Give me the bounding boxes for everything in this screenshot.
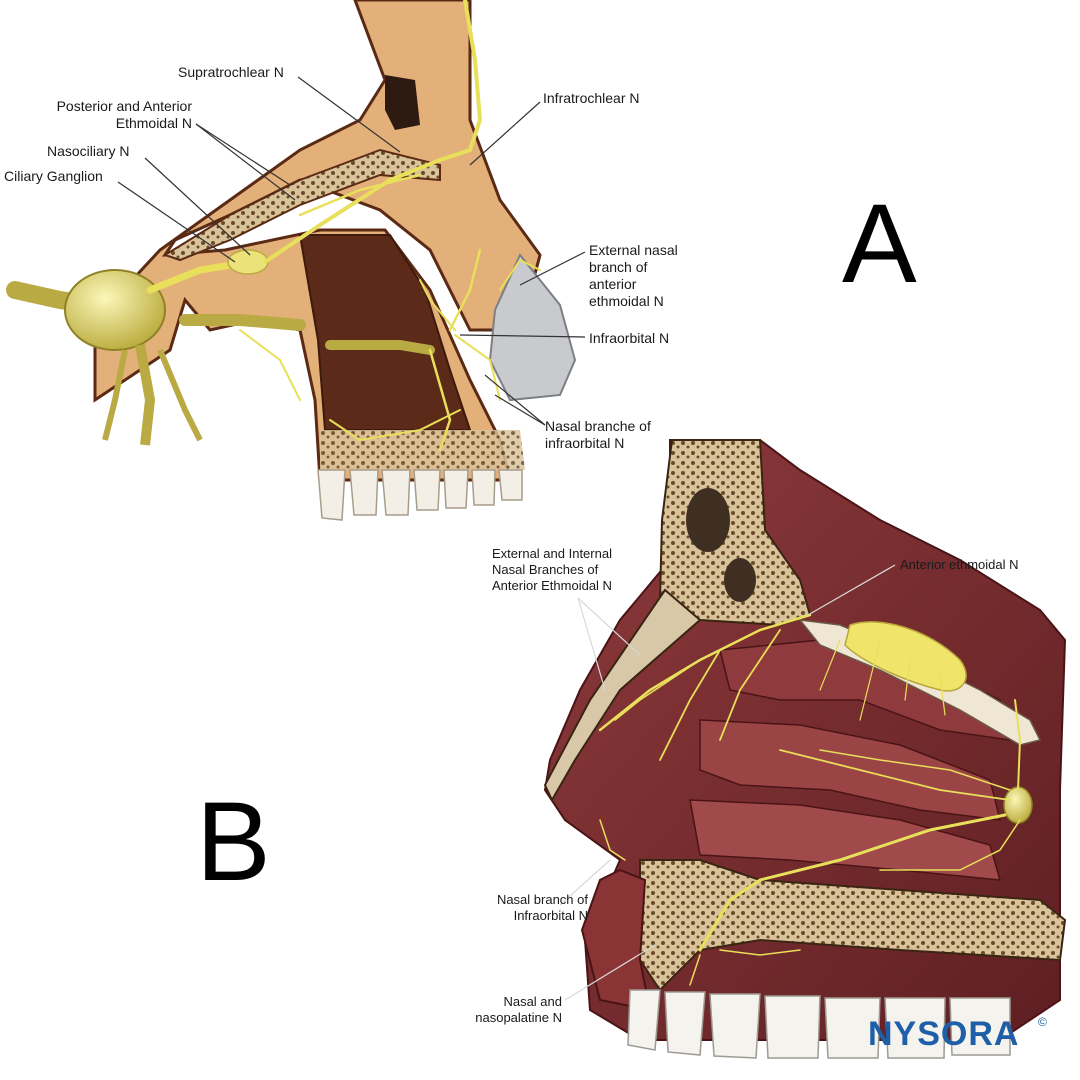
maxilla-spongy xyxy=(320,430,525,470)
nerve-branches-b xyxy=(598,613,1022,986)
label-nasal-branche-infraorbital: Nasal branche of infraorbital N xyxy=(545,418,651,451)
label-ciliary-ganglion: Ciliary Ganglion xyxy=(4,168,103,184)
label-external-internal-nasal-branches: External and Internal Nasal Branches of … xyxy=(492,546,612,593)
label-posterior-anterior-ethmoidal: Posterior and Anterior Ethmoidal N xyxy=(56,98,192,131)
panel-a-letter: A xyxy=(842,181,917,306)
ciliary-ganglion-shape xyxy=(64,269,166,351)
pterygopalatine-ganglion xyxy=(1003,786,1033,824)
nerve-root-down xyxy=(135,344,156,446)
nasal-cartilage xyxy=(488,253,577,402)
orbit-cavity xyxy=(298,234,472,431)
panel-a-skull-section xyxy=(6,0,586,521)
frontal-sinus xyxy=(385,75,420,130)
nerve-branches-a xyxy=(146,0,541,452)
label-supratrochlear: Supratrochlear N xyxy=(178,64,284,80)
upper-teeth-a xyxy=(317,469,523,521)
label-nasal-branch-infraorbital: Nasal branch of Infraorbital N xyxy=(496,892,588,923)
leader-lines-b xyxy=(559,564,896,1001)
middle-turbinate xyxy=(699,719,1001,821)
upper-lip xyxy=(580,868,652,1012)
nysora-watermark: NYSORA xyxy=(868,1015,1020,1053)
panel-b-nasal-wall xyxy=(543,439,1067,1059)
label-nasal-nasopalatine: Nasal and nasopalatine N xyxy=(475,994,562,1025)
label-anterior-ethmoidal: Anterior ethmoidal N xyxy=(900,557,1019,572)
frontal-sinus-b xyxy=(686,488,730,552)
inferior-turbinate xyxy=(689,799,1002,881)
label-infratrochlear: Infratrochlear N xyxy=(543,90,640,106)
panel-b-letter: B xyxy=(196,779,271,904)
label-external-nasal-branch: External nasal branch of anterior ethmoi… xyxy=(589,242,678,309)
label-infraorbital: Infraorbital N xyxy=(589,330,670,346)
upper-teeth-b xyxy=(627,989,1011,1059)
leader-lines-a xyxy=(117,76,586,426)
copyright-symbol: © xyxy=(1038,1015,1047,1029)
label-nasociliary: Nasociliary N xyxy=(47,143,130,159)
nasal-dorsum xyxy=(543,588,702,803)
